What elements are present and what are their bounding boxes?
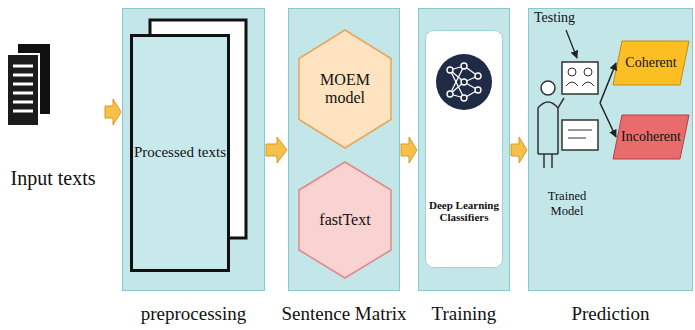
stage-label: Input texts [11, 167, 96, 190]
box-label: Deep Learning Classifiers [429, 199, 499, 224]
testing-arrow [566, 30, 577, 58]
free-label: Testing [534, 10, 575, 26]
output-arrow [600, 63, 616, 103]
stage-label: preprocessing [141, 303, 247, 328]
stage-label: Training [432, 303, 497, 328]
label-holder: Testing [534, 10, 575, 26]
stage-panel: Prediction Trained Model CoherentIncoheren… [528, 8, 693, 328]
flow-arrow [511, 137, 527, 163]
hexagon-box: MOEM model [297, 28, 393, 150]
flow-arrow [266, 137, 287, 163]
classifier-box: Deep Learning Classifiers [425, 30, 503, 268]
stage-label: Trained Model [532, 189, 602, 218]
box-label: fastText [319, 211, 370, 229]
stage-panel: preprocessing Processed texts [122, 8, 265, 328]
box-label: Processed texts [134, 144, 226, 161]
document-box: Processed texts [130, 34, 230, 272]
stage-label: Sentence Matrix [281, 303, 406, 328]
output-box: Incoherent [612, 114, 690, 160]
flow-arrow [401, 137, 417, 163]
stage-panel: Training Deep Learning Classifiers [418, 8, 510, 328]
stage-label: Prediction [571, 303, 649, 328]
classifier-box-shape [425, 30, 503, 268]
output-box: Coherent [612, 40, 690, 86]
input-documents: Input texts [2, 40, 104, 190]
output-arrow [600, 103, 616, 137]
box-label: MOEM model [311, 71, 379, 108]
hexagon-box: fastText [297, 160, 393, 280]
flow-arrow [105, 99, 121, 125]
model-icon: Trained Model [532, 58, 602, 218]
box-label: Incoherent [621, 129, 681, 145]
stage-panel: Sentence MatrixMOEM modelfastText [288, 8, 400, 328]
box-label: Coherent [625, 55, 676, 71]
